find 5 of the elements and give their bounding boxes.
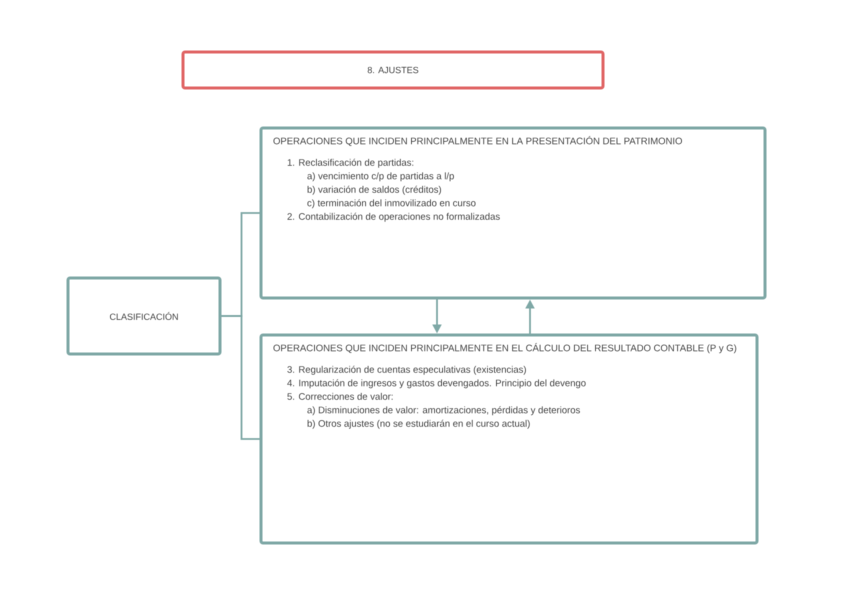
category-box: CLASIFICACIÓN bbox=[66, 276, 222, 356]
title-box: 8. AJUSTES bbox=[182, 50, 604, 90]
connector-line bbox=[222, 315, 260, 440]
process-box: OPERACIONES QUE INCIDEN PRINCIPALMENTE EN EL CÁLCULO DEL RESULTADO CONTABLE (P y G) 3. Regularización de cuentas especulativas (existencias) 4. Imputación de ingresos y gastos devengados. Principio del devengo 5. Correcciones de valor: a) Disminuciones de valor: amortizaciones, pérdidas y deterioros b) Otros ajustes (no se estudiarán en el curso actual) bbox=[260, 334, 758, 544]
process-box: OPERACIONES QUE INCIDEN PRINCIPALMENTE EN LA PRESENTACIÓN DEL PATRIMONIO 1. Reclasificación de partidas: a) vencimiento c/p de partidas a l/p b) variación de saldos (créditos) c) terminación del inmovilizado en curso 2. Contabilización de operaciones no formalizadas bbox=[260, 126, 766, 300]
